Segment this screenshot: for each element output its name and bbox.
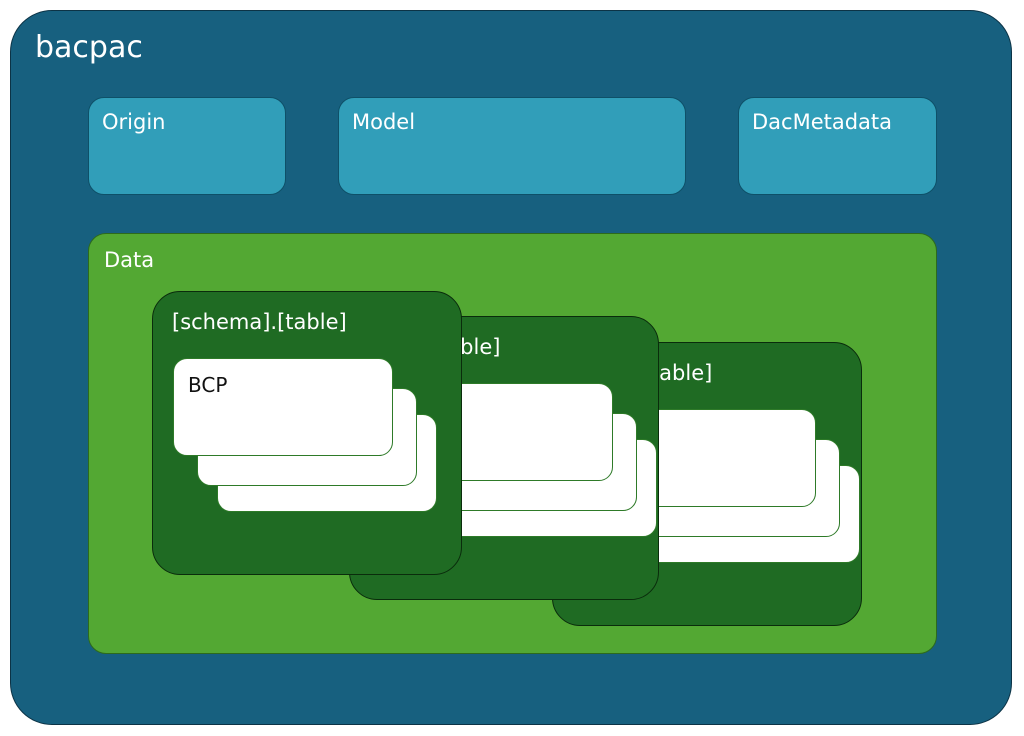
origin-label: Origin [102, 110, 166, 134]
bcp-label: BCP [188, 373, 228, 397]
origin-box: Origin [88, 97, 286, 195]
dac-metadata-box: DacMetadata [738, 97, 937, 195]
table-card-1: [schema].[table] BCP [152, 291, 462, 575]
bacpac-container: bacpac Origin Model DacMetadata Data a].… [10, 10, 1012, 725]
bcp-file-1a: BCP [173, 358, 393, 456]
data-container: Data a].[table] ].[table] [schema].[tabl… [88, 233, 937, 654]
dac-metadata-label: DacMetadata [752, 110, 893, 134]
model-box: Model [338, 97, 686, 195]
bacpac-title: bacpac [35, 30, 143, 65]
data-title: Data [104, 248, 155, 272]
table-label-1: [schema].[table] [172, 310, 347, 334]
model-label: Model [352, 110, 416, 134]
